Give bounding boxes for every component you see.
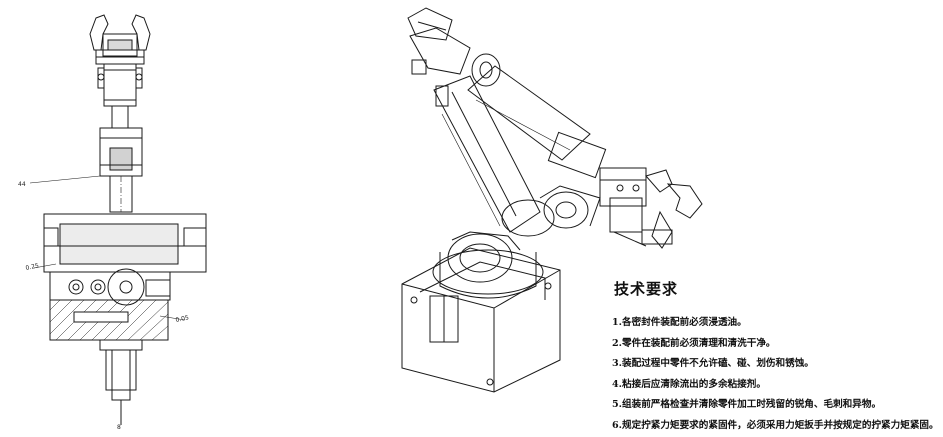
- robot-forearm: [467, 65, 607, 229]
- technical-requirements-block: 技术要求 1.各密封件装配前必须浸透油。 2.零件在装配前必须清理和清洗干净。 …: [612, 278, 942, 436]
- isometric-robot-arm: [401, 7, 703, 393]
- robot-shoulder-motors: [407, 7, 501, 107]
- front-view-base-section: [29, 175, 207, 425]
- part-number-label-left: 44: [18, 181, 26, 188]
- requirement-item: 3.装配过程中零件不允许磕、碰、划伤和锈蚀。: [612, 358, 814, 369]
- part-number-label-bottom: 8: [117, 424, 121, 431]
- requirement-item: 1.各密封件装配前必须浸透油。: [612, 317, 747, 328]
- dimension-label-left: 0.25: [25, 262, 40, 272]
- robot-lower-arm: [433, 75, 555, 237]
- robot-base: [401, 247, 561, 393]
- dimension-label-right: 0.05: [175, 314, 190, 324]
- robot-turret: [432, 231, 544, 299]
- front-view-gripper-column: [89, 14, 151, 213]
- requirement-item: 4.粘接后应清除流出的多余粘接剂。: [612, 378, 766, 390]
- technical-requirements-list: 1.各密封件装配前必须浸透油。 2.零件在装配前必须清理和清洗干净。 3.装配过…: [612, 313, 942, 436]
- requirement-item: 6.规定拧紧力矩要求的紧固件，必须采用力矩扳手并按规定的拧紧力矩紧固。: [612, 419, 939, 431]
- technical-requirements-title: 技术要求: [614, 280, 679, 298]
- requirement-item: 5.组装前严格检查并清除零件加工时残留的锐角、毛刺和异物。: [612, 399, 882, 410]
- requirement-item: 2.零件在装配前必须清理和清洗干净。: [612, 337, 776, 349]
- robot-gripper: [599, 167, 703, 249]
